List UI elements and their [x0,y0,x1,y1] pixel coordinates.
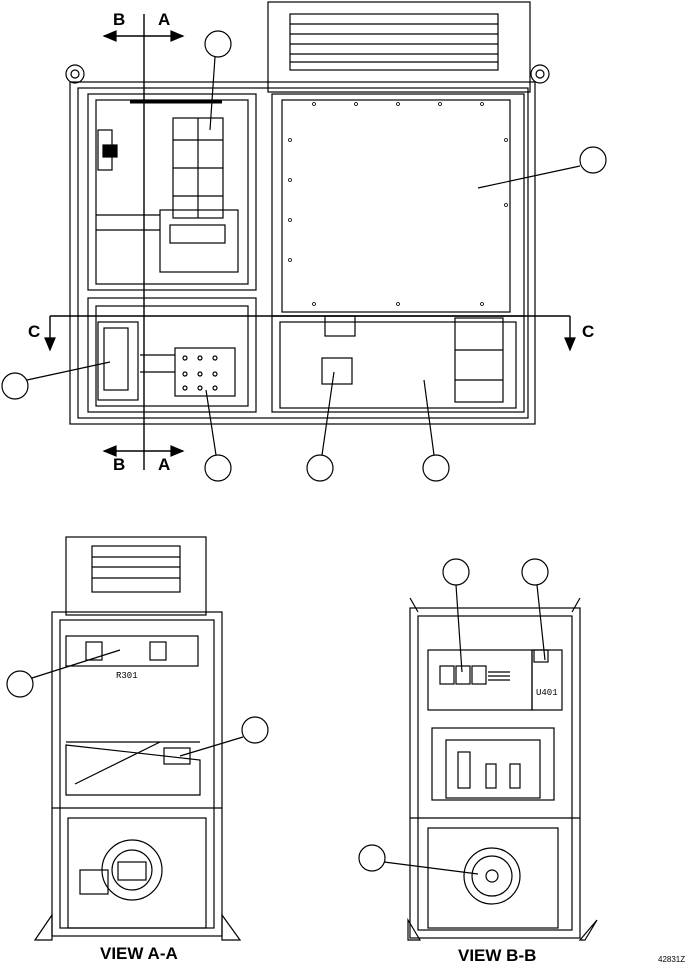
top-view [1,1,607,482]
section-label-c-right: C [582,322,595,341]
cabinet-outline [69,81,536,425]
view-bb-title: VIEW B-B [458,946,537,965]
callout-circle [442,558,470,586]
blower-grille [289,13,499,71]
section-label-a-bottom: A [158,455,171,474]
right-lower-module [454,317,504,403]
section-label-b-bottom: B [113,455,126,474]
connector-box [321,357,353,385]
lifting-eye-left [65,64,85,84]
panel-module-bb [427,649,533,711]
drum-aa [101,839,163,901]
panel-text-u401: U401 [536,688,558,698]
left-lower-compartment [87,297,257,413]
callout-circle [521,558,549,586]
left-upper-compartment [87,93,257,291]
section-label-a-top: A [158,10,171,29]
blower-housing-aa [65,536,207,616]
view-bb-drawing [358,558,598,941]
section-label-c-left: C [28,322,41,341]
view-aa-drawing [6,536,269,941]
view-aa-title: VIEW A-A [100,944,178,963]
callout-circle [204,454,232,482]
cabinet-bb [409,607,581,939]
callout-circle [422,454,450,482]
cabinet-aa [51,611,223,937]
panel-r301 [65,635,199,667]
lifting-eye-right [530,64,550,84]
callout-circle [204,30,232,58]
callout-circle [241,716,269,744]
fan-bb [463,847,521,905]
callout-circle [306,454,334,482]
callout-circle [358,844,386,872]
panel-text-r301: R301 [116,671,138,681]
figure-id: 42831Z [658,955,686,964]
blower-housing [267,1,531,93]
callout-circle [6,670,34,698]
right-lower-compartment [271,315,525,413]
right-upper-panel [271,93,525,317]
section-label-b-top: B [113,10,126,29]
callout-circle [1,372,29,400]
callout-circle [579,146,607,174]
